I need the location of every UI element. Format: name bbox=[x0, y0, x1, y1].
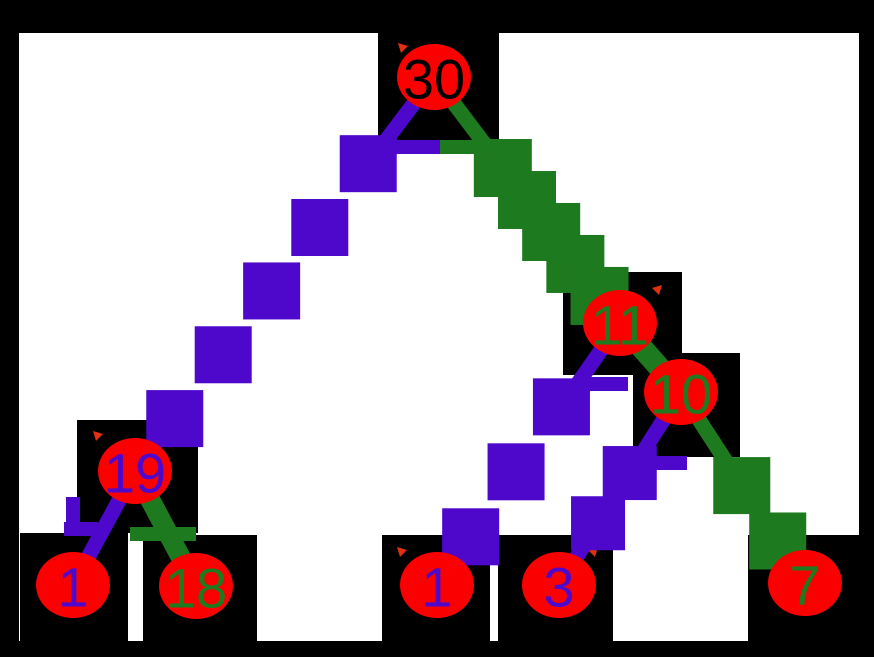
edge-taper-child bbox=[146, 408, 189, 456]
edge-stamp bbox=[291, 199, 349, 257]
node-label: 1 bbox=[57, 556, 88, 619]
edge-taper-parent bbox=[547, 369, 588, 417]
tree-node-n3: 3 bbox=[522, 552, 596, 619]
edge-stamp bbox=[194, 326, 252, 384]
node-circle bbox=[36, 552, 110, 618]
edge-taper-parent bbox=[615, 434, 655, 483]
tree-node-n7: 7 bbox=[768, 550, 842, 617]
node-circle bbox=[644, 359, 718, 425]
node-circle bbox=[159, 553, 233, 619]
edge-taper-parent bbox=[475, 131, 517, 179]
edge-n10-n3 bbox=[552, 387, 688, 590]
tree-node-n11: 11 bbox=[583, 290, 657, 357]
turtle-marker-icon bbox=[398, 43, 408, 53]
node-label: 11 bbox=[591, 294, 649, 357]
tree-node-n1b: 1 bbox=[400, 552, 474, 619]
edge-taper-child bbox=[573, 514, 613, 563]
node-circle bbox=[768, 550, 842, 616]
node-label: 3 bbox=[543, 556, 574, 619]
edge-taper-parent bbox=[716, 447, 757, 495]
node-label: 18 bbox=[165, 557, 227, 620]
node-label: 19 bbox=[104, 442, 166, 505]
edge-stamp bbox=[243, 262, 301, 320]
node-label: 30 bbox=[403, 48, 465, 111]
turtle-marker-icon bbox=[93, 431, 103, 441]
edge-stamp bbox=[487, 443, 545, 501]
tree-node-n1a: 1 bbox=[36, 552, 110, 619]
node-circle bbox=[400, 552, 474, 618]
node-circle bbox=[98, 438, 172, 504]
node-label: 10 bbox=[650, 363, 712, 426]
tree-node-n18: 18 bbox=[159, 553, 233, 620]
tree-node-n19: 19 bbox=[98, 438, 172, 505]
edge-taper-parent bbox=[354, 127, 397, 174]
tree-node-n10: 10 bbox=[644, 359, 718, 426]
node-label: 1 bbox=[421, 556, 452, 619]
turtle-marker-icon bbox=[397, 547, 407, 557]
node-circle bbox=[583, 290, 657, 356]
node-label: 7 bbox=[789, 554, 820, 617]
node-circle bbox=[397, 44, 471, 110]
turtle-marker-icon bbox=[652, 285, 662, 295]
node-circle bbox=[522, 552, 596, 618]
tree-node-n30: 30 bbox=[397, 44, 471, 111]
